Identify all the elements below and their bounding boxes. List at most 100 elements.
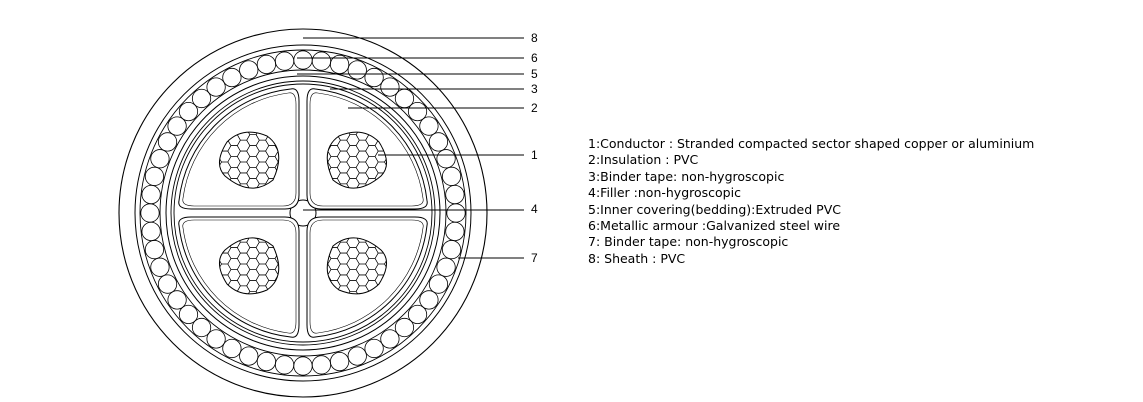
callout-leader-lines [297, 37, 524, 259]
sheath-outer-ring [118, 28, 488, 398]
conductor-strand [181, 340, 194, 351]
armour-wire [178, 304, 199, 325]
armour-wire [311, 51, 332, 71]
callout-number-1: 1 [531, 148, 538, 162]
armour-wire [141, 184, 161, 205]
armour-wire [364, 338, 384, 359]
conductor-strand [190, 324, 203, 335]
armour-wire [239, 60, 259, 80]
armour-wire [144, 166, 165, 186]
armour-wire [222, 338, 242, 359]
armour-wire [256, 351, 276, 372]
armour-wire [239, 346, 259, 366]
core-top-right [306, 80, 428, 210]
armour-wire [191, 317, 212, 338]
armour-wire [330, 351, 350, 372]
core-bottom-left [178, 216, 300, 351]
legend-item-binder-tape-outer: 7: Binder tape: non-hygroscopic [588, 234, 789, 250]
armour-outer-ring [139, 49, 467, 377]
conductor-strand [384, 156, 387, 168]
legend-item-filler: 4:Filler :non-hygroscopic [588, 185, 741, 201]
armour-wire [140, 203, 160, 223]
legend-item-binder-tape-inner: 3:Binder tape: non-hygroscopic [588, 168, 785, 184]
callout-number-3: 3 [531, 82, 538, 96]
armour-wire [419, 290, 439, 310]
armour-wire [150, 257, 170, 277]
armour-wire [167, 290, 187, 310]
callout-numbers: 8 6 5 3 2 1 4 7 [531, 31, 538, 265]
conductor-strand [413, 340, 426, 351]
armour-wire [347, 346, 367, 366]
inner-covering-inner-ring [170, 80, 436, 346]
conductor-cores [178, 80, 428, 351]
armour-wire [222, 67, 242, 88]
conductor-strand [385, 335, 398, 346]
conductor-strand [413, 308, 426, 319]
armour-wire [419, 116, 439, 136]
conductor-strand [413, 286, 426, 297]
armour-wire [274, 51, 295, 71]
conductor-strand [346, 178, 360, 189]
conductor-strand [181, 308, 194, 319]
armour-wire [380, 77, 400, 97]
armour-wire [445, 184, 465, 205]
insulation-inner-edge [309, 219, 424, 334]
armour-wire [157, 132, 178, 152]
armour-wire [191, 88, 212, 109]
conductor-strand [413, 107, 426, 118]
strand-grid [181, 237, 279, 351]
armour-wire [178, 101, 199, 122]
binder-tape-inner-ring [173, 83, 433, 343]
callout-number-7: 7 [531, 251, 538, 265]
callout-number-5: 5 [531, 67, 538, 81]
conductor-strand [181, 107, 194, 118]
conductor-strand [385, 80, 398, 91]
armour-wire [428, 132, 449, 152]
conductor-strand [356, 340, 369, 351]
armour-wire [394, 317, 415, 338]
callout-number-2: 2 [531, 101, 538, 115]
armour-wire [407, 101, 428, 122]
conductor-strand [209, 80, 222, 91]
armour-wire [436, 149, 456, 169]
armour-wire [436, 257, 456, 277]
armour-wires-layer-6 [140, 50, 466, 376]
armour-wire [311, 355, 332, 375]
conductor-strands [181, 80, 280, 189]
armour-wire [428, 274, 449, 294]
armour-wire [206, 329, 226, 349]
conductor-strand [209, 335, 222, 346]
conductor-strand [190, 91, 203, 102]
armour-wire [441, 166, 462, 186]
conductor-strand [246, 178, 260, 189]
armour-inner-ring [159, 69, 447, 357]
conductor-strands [181, 237, 280, 351]
insulation-inner-edge [182, 92, 297, 207]
conductor-strand [181, 129, 194, 140]
armour-wire [167, 116, 187, 136]
armour-wire [293, 356, 313, 376]
conductor-strand [346, 290, 360, 294]
armour-wire [446, 203, 466, 223]
armour-wire [150, 149, 170, 169]
conductor-strand [181, 286, 194, 297]
conductor-strand [403, 324, 416, 335]
inner-covering-outer-ring [165, 75, 441, 351]
armour-wire [441, 240, 462, 260]
armour-wire [144, 240, 165, 260]
callout-number-8: 8 [531, 31, 538, 45]
armour-wire [256, 54, 276, 75]
insulation-inner-edge [182, 219, 297, 334]
conductor-strand [384, 258, 387, 270]
armour-wire [407, 304, 428, 325]
armour-wire [364, 67, 384, 88]
legend-item-inner-covering: 5:Inner covering(bedding):Extruded PVC [588, 201, 841, 217]
core-bottom-right [306, 216, 428, 351]
armour-wire [206, 77, 226, 97]
cable-layers [118, 28, 488, 398]
insulation-inner-edge [309, 92, 424, 207]
legend-item-sheath: 8: Sheath : PVC [588, 250, 686, 266]
armour-wire [293, 50, 313, 70]
conductor-strand [365, 178, 379, 189]
